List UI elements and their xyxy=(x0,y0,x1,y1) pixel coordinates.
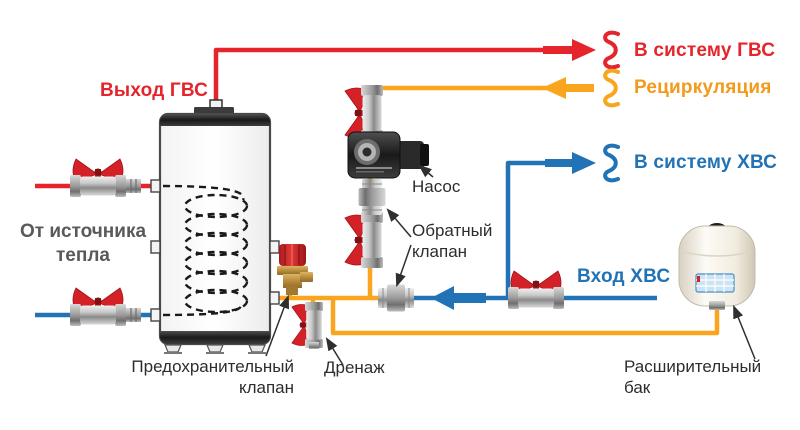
label-expansion-tank: Расширительный бак xyxy=(624,356,761,398)
expansion-tank xyxy=(678,223,756,310)
pipe-break-recirculation xyxy=(603,68,620,108)
label-to-dhw-system: В систему ГВС xyxy=(634,40,776,61)
check-valve-cws xyxy=(377,284,415,312)
flow-arrow-to-dhw xyxy=(543,39,596,61)
label-check-valve: Обратный клапан xyxy=(412,220,492,262)
label-to-cws-system: В систему ХВС xyxy=(634,152,778,173)
leader-lines xyxy=(265,164,756,366)
label-safety-valve-line1: Предохранительный xyxy=(131,357,294,376)
storage-tank xyxy=(150,99,280,355)
heat-exchanger-coil xyxy=(162,184,249,317)
label-heat-source-line1: От источника xyxy=(19,221,147,242)
pipe-break-hot xyxy=(603,30,620,70)
label-expansion-tank-line2: бак xyxy=(624,378,651,397)
label-heat-source: От источника тепла xyxy=(8,220,158,268)
expansion-tank-label xyxy=(695,273,735,293)
label-drain: Дренаж xyxy=(324,358,385,377)
flow-arrow-cws-inlet xyxy=(431,286,486,310)
label-check-valve-line1: Обратный xyxy=(412,221,493,240)
safety-valve xyxy=(277,244,313,295)
flow-arrow-recirculation xyxy=(542,77,594,99)
label-safety-valve-line2: клапан xyxy=(238,378,294,397)
label-pump: Насос xyxy=(412,177,461,196)
ball-valve-heat-supply xyxy=(70,159,141,197)
flow-arrow-to-cws xyxy=(545,152,596,174)
tank-side-fittings xyxy=(150,179,280,322)
ball-valve-heat-return xyxy=(70,288,141,326)
label-safety-valve: Предохранительный клапан xyxy=(108,356,294,398)
ball-valve-recirc-bottom xyxy=(344,211,384,269)
label-cws-inlet: Вход ХВС xyxy=(577,266,671,287)
label-dhw-outlet: Выход ГВС xyxy=(100,80,209,101)
tank-bottom-cap xyxy=(160,331,270,344)
tank-top-cap xyxy=(160,114,270,126)
label-expansion-tank-line1: Расширительный xyxy=(624,357,762,376)
label-recirculation: Рециркуляция xyxy=(634,77,772,98)
ball-valve-cws-inlet xyxy=(507,270,565,310)
label-check-valve-line2: клапан xyxy=(412,242,468,261)
label-heat-source-line2: тепла xyxy=(56,245,110,266)
check-valve-recirc xyxy=(358,178,386,216)
pipe-break-cold xyxy=(603,143,620,183)
drain-valve xyxy=(291,301,324,349)
circulation-pump xyxy=(347,131,429,179)
